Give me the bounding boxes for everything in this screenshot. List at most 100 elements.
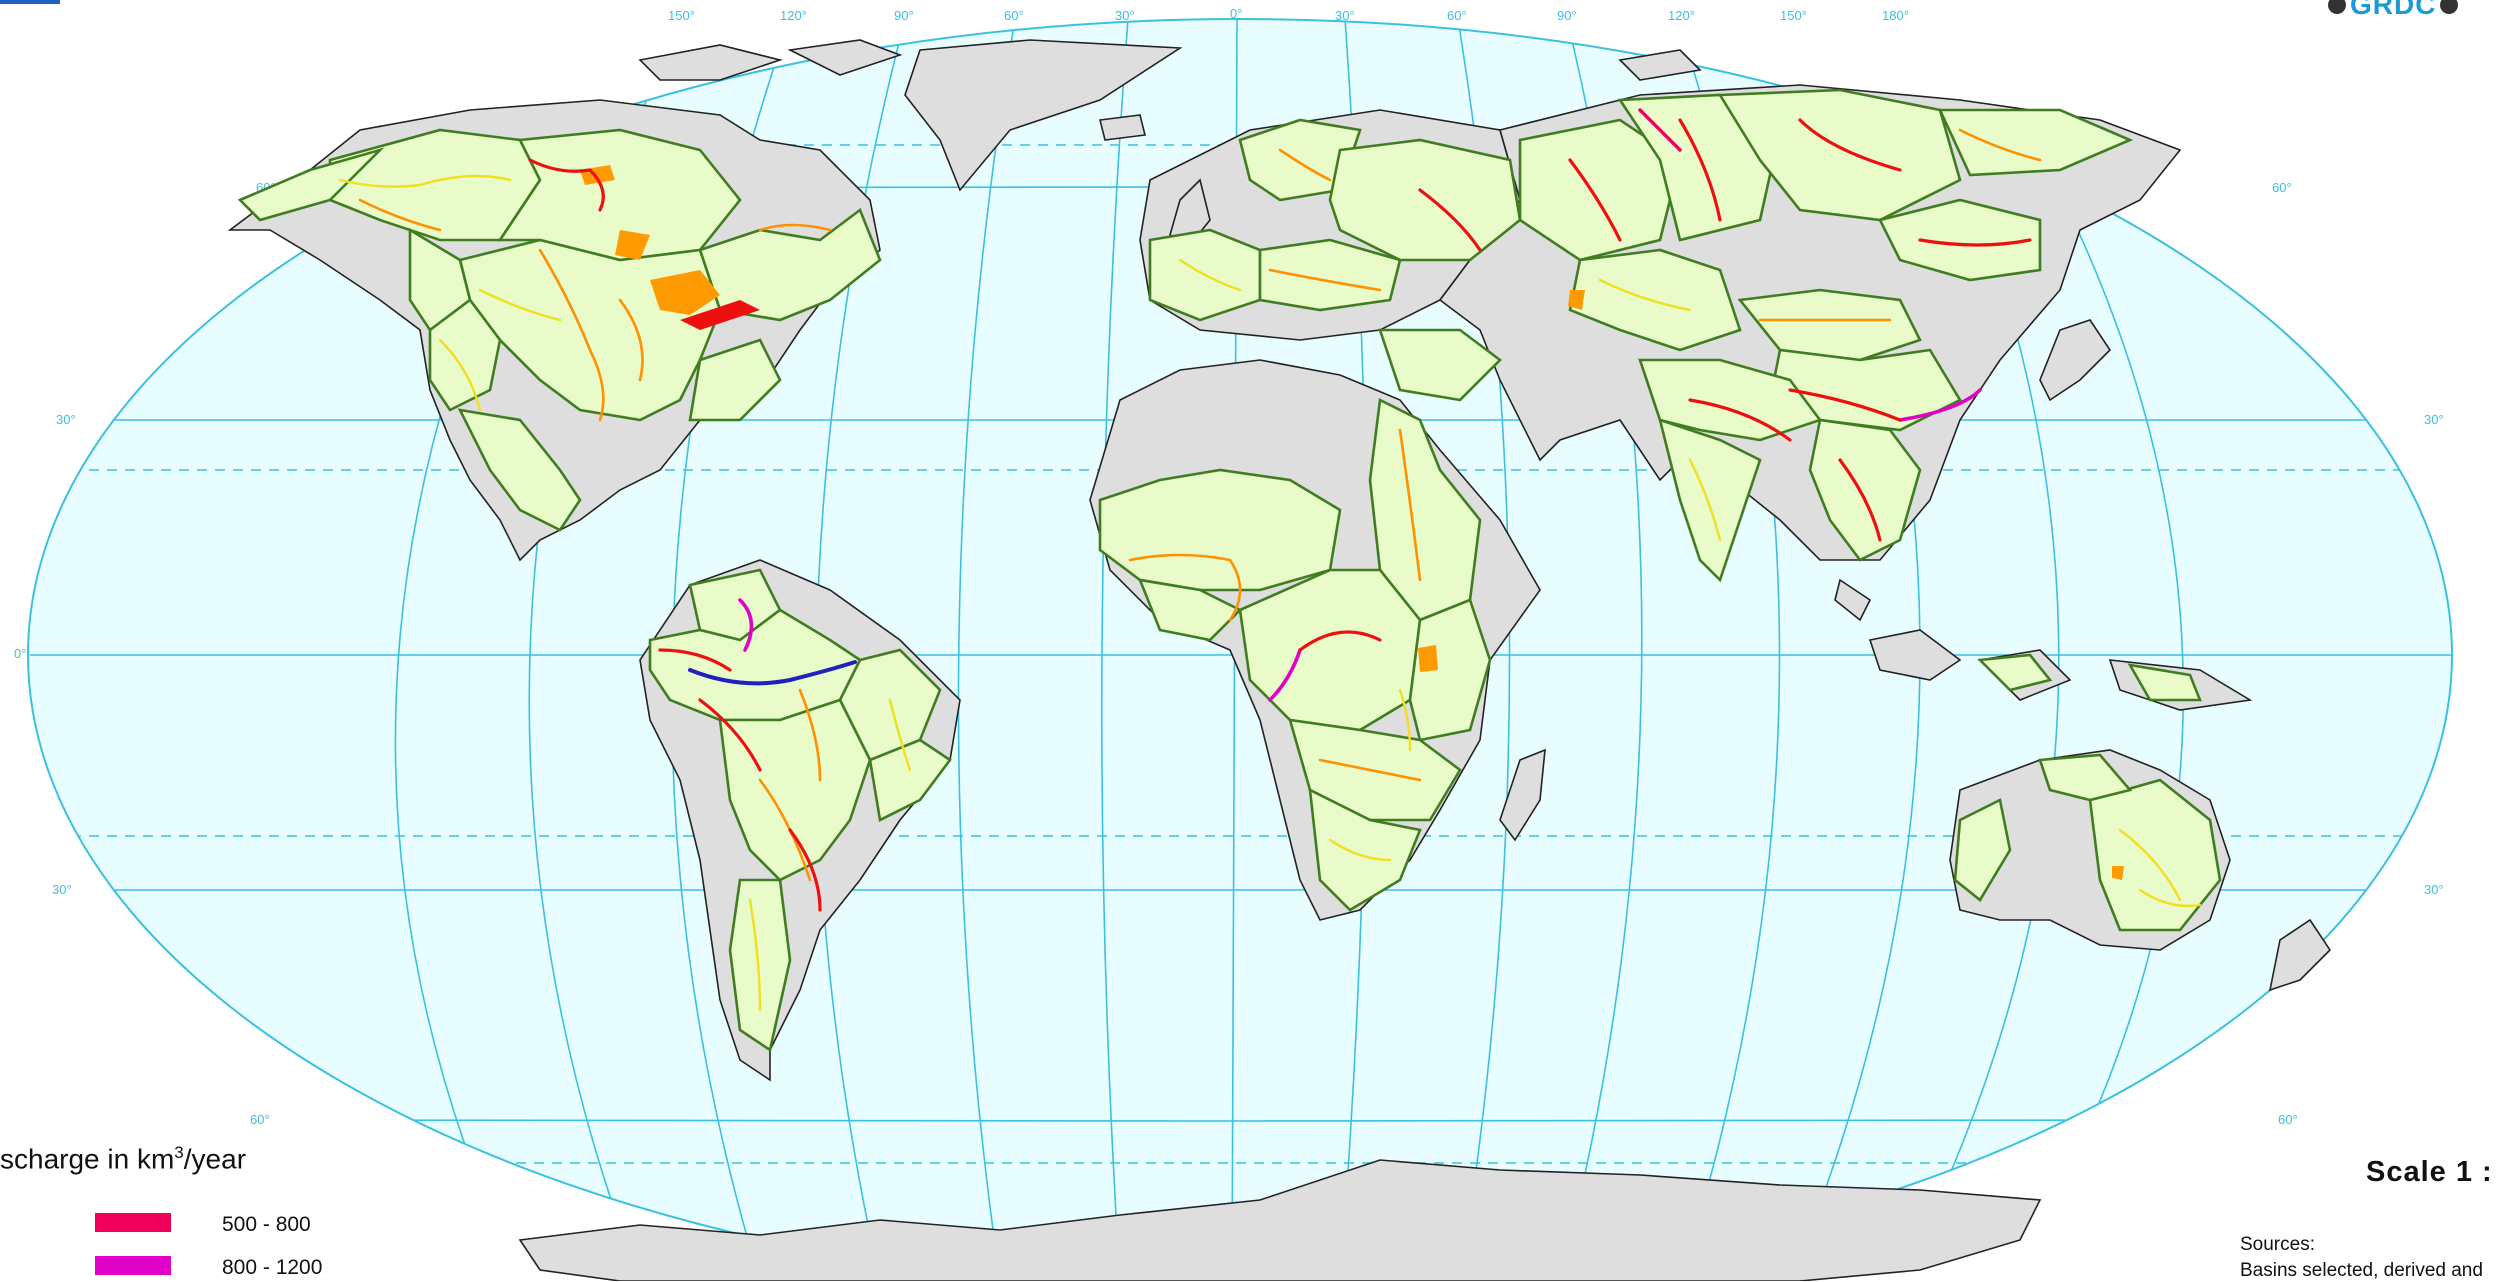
antarctica-land <box>518 1159 2042 1281</box>
river-medium <box>758 223 832 232</box>
river-medium <box>1128 553 1242 622</box>
river-large <box>1298 630 1382 652</box>
mexico-basin <box>457 408 582 532</box>
river-small <box>1598 278 1692 312</box>
lon-label: 90° <box>894 8 914 23</box>
lat-label: 60° <box>2278 1112 2298 1127</box>
india-basin <box>1658 418 1762 583</box>
river-small <box>748 898 762 1012</box>
river-very-large <box>1838 458 1882 542</box>
river-large <box>788 828 822 912</box>
legend-title-suffix: /year <box>183 1143 247 1175</box>
danube-basin <box>1258 238 1402 312</box>
great-lakes <box>650 270 720 315</box>
legend-title-text: scharge in km <box>0 1143 175 1175</box>
mekong-basin <box>1808 418 1922 562</box>
river-large <box>528 158 605 212</box>
sao-francisco-basin <box>868 738 952 822</box>
lake-victoria <box>1418 645 1438 672</box>
lena-basin <box>1717 88 1962 222</box>
un-emblem-icon <box>2328 0 2346 14</box>
river-medium <box>1268 268 1382 292</box>
river-large <box>1678 118 1722 222</box>
volga-basin <box>1328 138 1522 262</box>
north-australia-basin <box>2038 753 2133 802</box>
lon-label: 60° <box>1004 8 1024 23</box>
river-small <box>338 174 512 188</box>
lon-label: 90° <box>1557 8 1577 23</box>
madagascar-land <box>1499 748 1546 842</box>
orange-basin <box>1308 787 1422 912</box>
legend-title: scharge in km3/year <box>0 1143 246 1175</box>
east-africa-basin <box>1408 598 1492 742</box>
river-small <box>1328 838 1392 862</box>
river-max <box>688 660 857 686</box>
corner-bar <box>0 0 60 4</box>
arctic-island-land <box>787 39 903 76</box>
niger-basin <box>1137 578 1243 642</box>
logo-text: GRDC <box>2350 0 2437 20</box>
japan-land <box>2039 319 2112 402</box>
lon-label: 0° <box>1230 6 1242 21</box>
legend-swatch <box>95 1213 171 1232</box>
lat-label: 30° <box>2424 412 2444 427</box>
patagonia-basin <box>728 878 792 1053</box>
lat-label: 60° <box>250 1112 270 1127</box>
turkey-basin <box>1378 328 1502 402</box>
river-large <box>1688 398 1792 442</box>
river-large <box>698 698 762 772</box>
colorado-basin <box>428 298 502 412</box>
river-large <box>1568 158 1622 242</box>
river-medium <box>758 778 812 882</box>
lat-label: 60° <box>2272 180 2292 195</box>
southeast-us-basin <box>688 338 782 422</box>
legend-label: 800 - 1200 <box>222 1256 323 1279</box>
central-asia-basin <box>1568 248 1742 352</box>
lon-label: 30° <box>1115 8 1135 23</box>
river-small <box>438 338 482 412</box>
river-small <box>1398 688 1412 752</box>
lon-label: 120° <box>1668 8 1695 23</box>
iceland-land <box>1099 114 1146 141</box>
river-small <box>888 698 912 772</box>
lon-label: 150° <box>1780 8 1807 23</box>
river-medium <box>1398 428 1422 582</box>
png-basin <box>2127 663 2202 702</box>
lat-label: 30° <box>52 882 72 897</box>
river-medium <box>358 198 442 232</box>
river-small <box>1688 458 1722 542</box>
arctic-island-land <box>638 44 783 81</box>
river-small <box>478 288 562 322</box>
river-medium <box>1278 148 1332 182</box>
sahel-basin <box>1098 468 1342 592</box>
lon-label: 180° <box>1882 8 1909 23</box>
lat-label: 0° <box>14 646 26 661</box>
lon-label: 60° <box>1447 8 1467 23</box>
lake-layer <box>580 165 2124 880</box>
river-huge <box>1898 388 1982 422</box>
lat-label: 30° <box>2424 882 2444 897</box>
lon-label: 150° <box>668 8 695 23</box>
yukon-basin <box>237 147 385 222</box>
borneo-basin <box>1977 653 2053 692</box>
amur-basin <box>1878 198 2042 282</box>
lon-label: 120° <box>780 8 807 23</box>
eagle-emblem-icon <box>2440 0 2459 14</box>
river-large <box>1798 118 1902 172</box>
west-australia-basin <box>1953 798 2012 902</box>
river-medium <box>1318 758 1422 782</box>
river-layer <box>338 108 2202 1012</box>
lon-label: 30° <box>1335 8 1355 23</box>
river-small <box>1178 258 1242 292</box>
kolyma-basin <box>1937 108 2134 177</box>
river-small <box>2118 828 2182 902</box>
river-huge <box>738 598 754 652</box>
great-slave-lake <box>615 230 650 260</box>
river-medium <box>538 248 605 422</box>
river-large <box>658 648 732 672</box>
legend-swatch <box>95 1256 171 1275</box>
caspian-sea <box>1568 290 1585 310</box>
river-small <box>2138 888 2202 908</box>
arctic-island-land <box>1618 49 1702 81</box>
